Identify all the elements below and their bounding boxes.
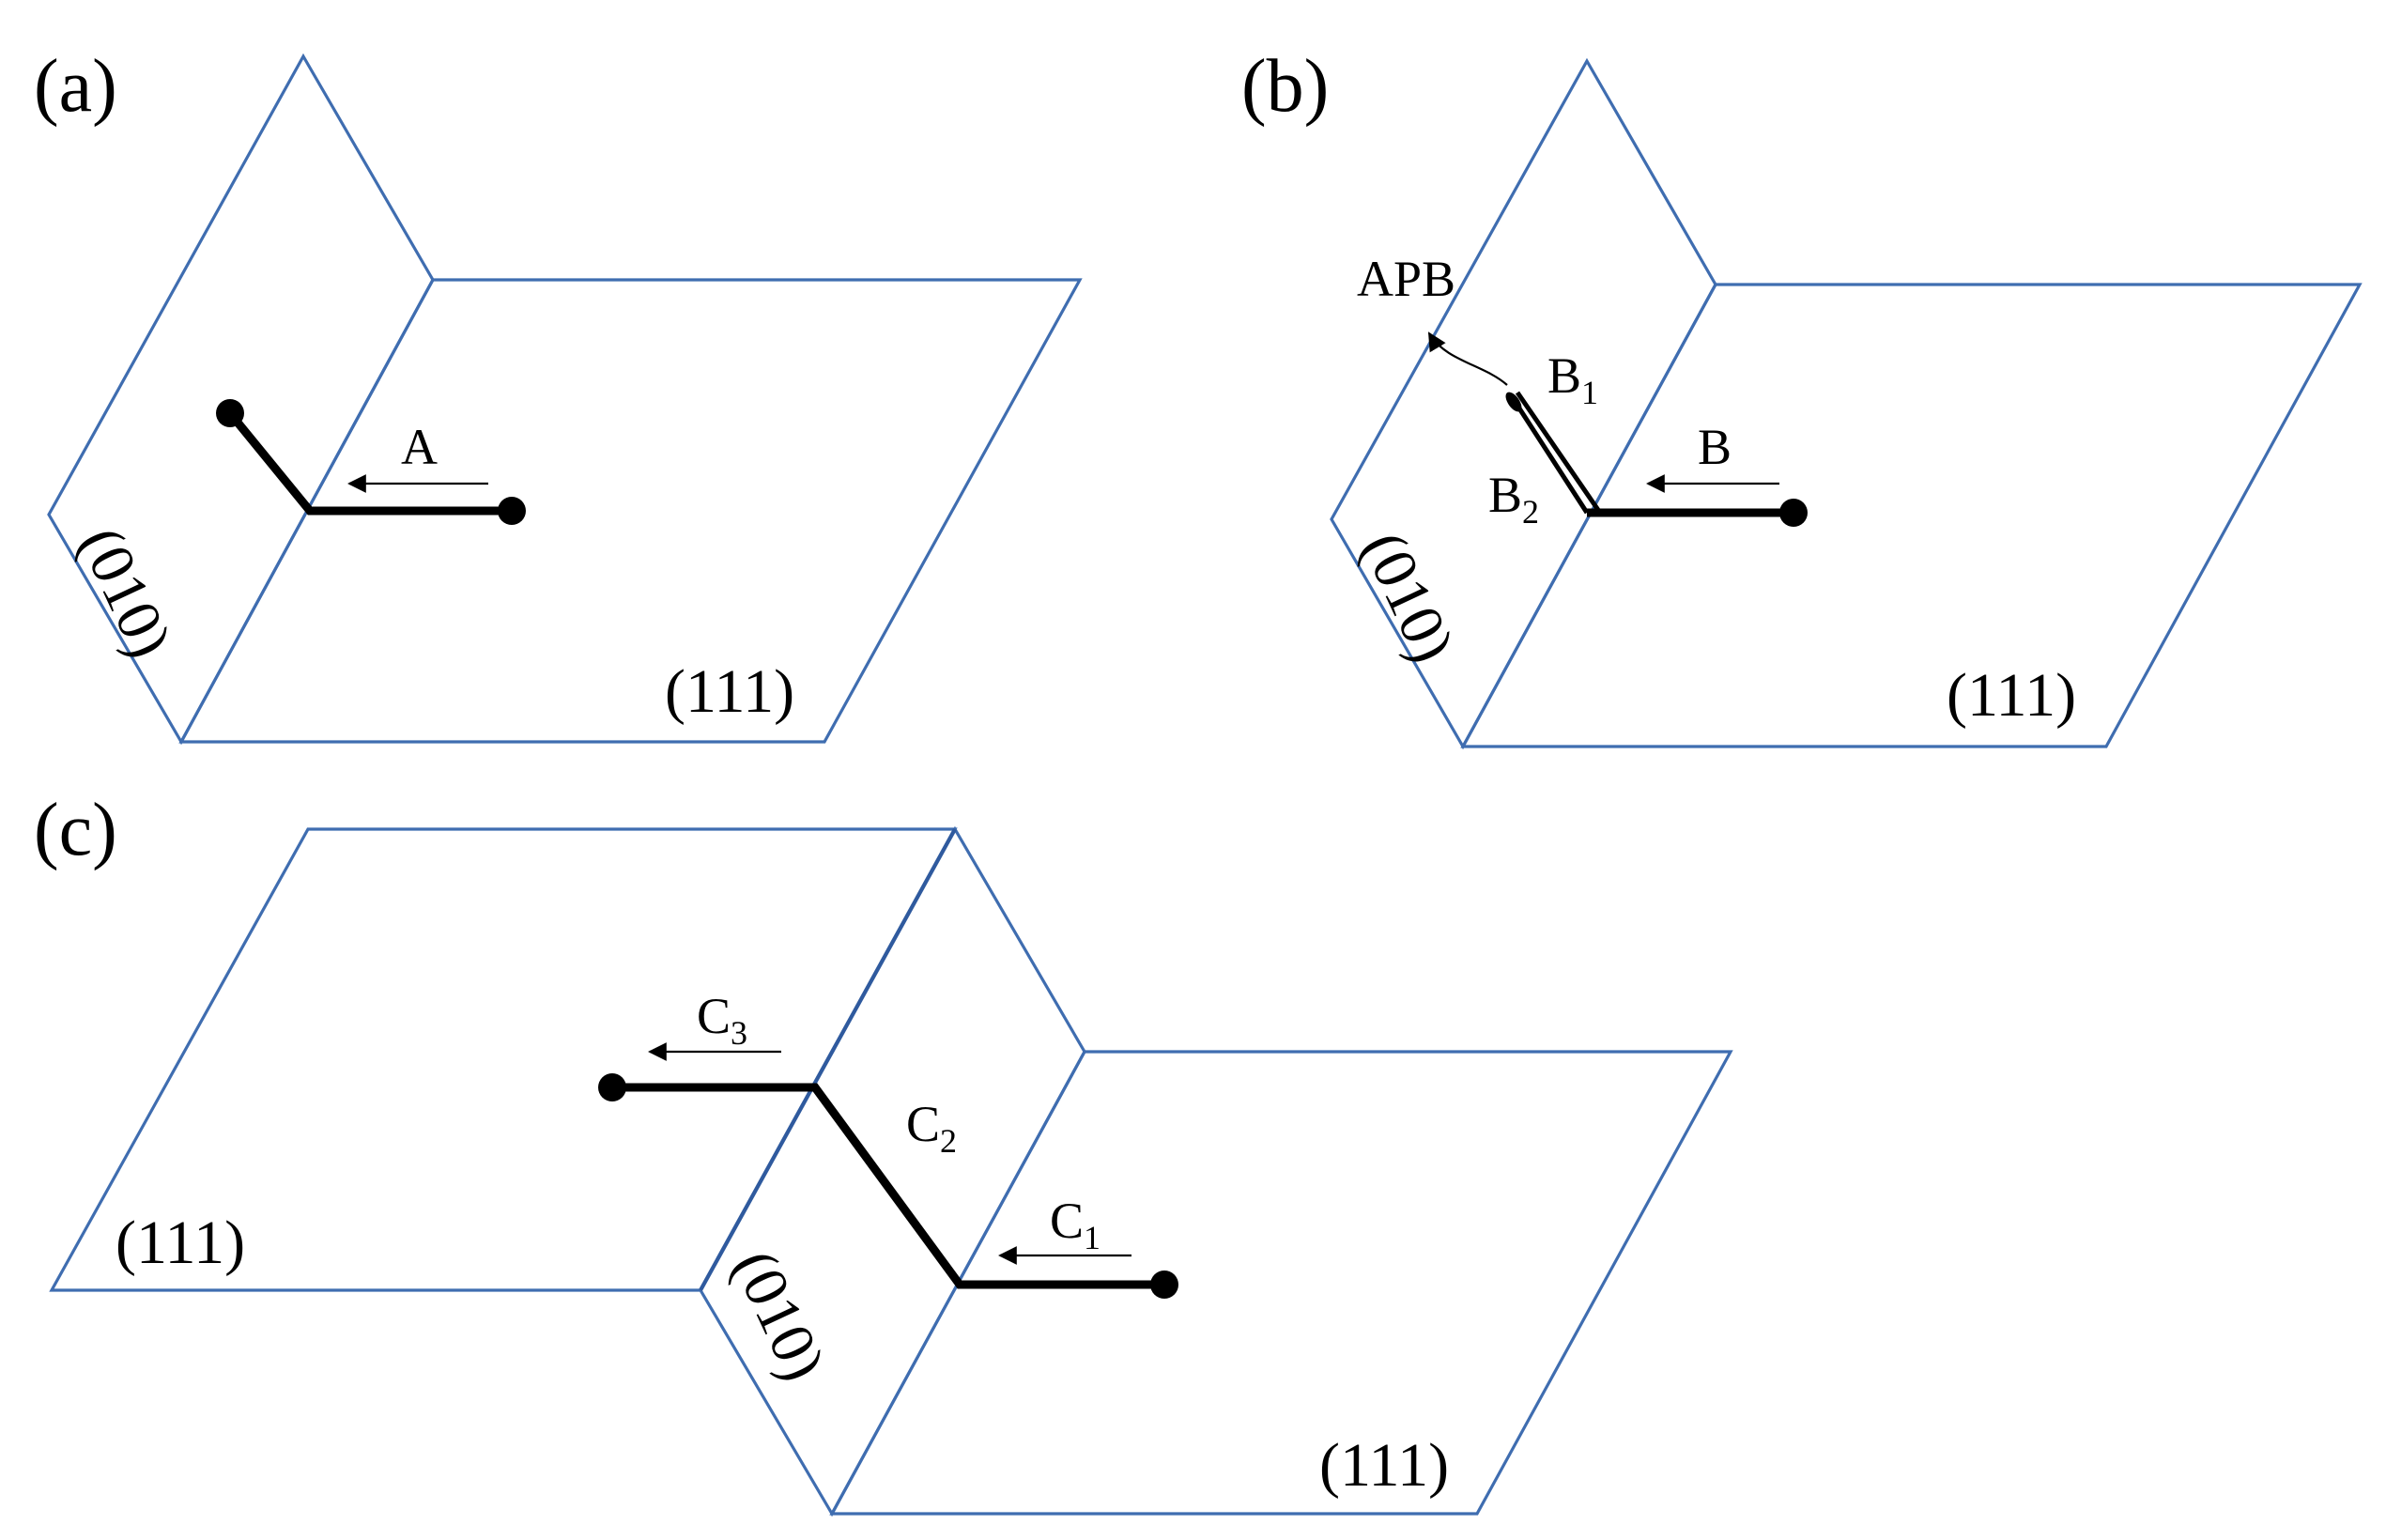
panel-c-dislocation-line	[612, 1083, 1164, 1289]
panel-b: (b) (010) (111) B APB B1 B2	[1241, 45, 2363, 750]
panel-a-label: (a)	[34, 45, 117, 128]
panel-c-c3-label: C3	[697, 988, 747, 1052]
panel-c-plane-intersection	[699, 827, 957, 1292]
panel-b-partial-b1	[1515, 391, 1603, 515]
panel-b-partial-b2	[1510, 396, 1590, 515]
panel-a-vector-label: A	[401, 419, 438, 475]
panel-c-111-label-right: (111)	[1319, 1431, 1449, 1500]
panel-c-node-end-right	[1150, 1270, 1178, 1299]
panel-b-label: (b)	[1241, 45, 1329, 128]
panel-b-010-label: (010)	[1348, 521, 1468, 671]
panel-a-node-end-right	[498, 497, 526, 525]
panel-a-010-label: (010)	[66, 516, 185, 667]
panel-b-b2-label: B2	[1488, 467, 1539, 531]
panel-c-c1-label: C1	[1050, 1193, 1101, 1256]
panel-b-node-end-right	[1779, 499, 1808, 527]
panel-b-apb-pointer	[1427, 331, 1508, 386]
panel-b-partial-node	[1505, 392, 1522, 412]
panel-a: (a) (010) (111) A	[34, 45, 1083, 746]
panel-c-label: (c)	[34, 789, 117, 871]
panel-b-b1-label: B1	[1547, 347, 1598, 411]
panel-c-c2-label: C2	[906, 1096, 957, 1160]
panel-c: (c) (111) (010) (111) C3 C2 C1	[34, 789, 1733, 1517]
panel-b-111-plane	[1460, 283, 2363, 748]
panel-a-111-label: (111)	[665, 657, 794, 726]
panel-a-010-plane	[47, 53, 435, 746]
panel-c-010-plane	[699, 825, 1086, 1517]
panel-c-111-label-left: (111)	[115, 1209, 245, 1277]
panel-b-111-label: (111)	[1947, 661, 2076, 730]
panel-a-node-end-left	[216, 399, 244, 427]
panel-b-vector-label: B	[1698, 419, 1732, 475]
panel-a-111-plane	[178, 278, 1083, 744]
panel-a-dislocation-line	[226, 410, 512, 516]
panel-c-010-label: (010)	[719, 1240, 839, 1390]
panel-c-node-end-left	[598, 1073, 626, 1101]
panel-c-111-plane-right	[829, 1050, 1733, 1516]
panel-b-apb-label: APB	[1357, 251, 1455, 307]
